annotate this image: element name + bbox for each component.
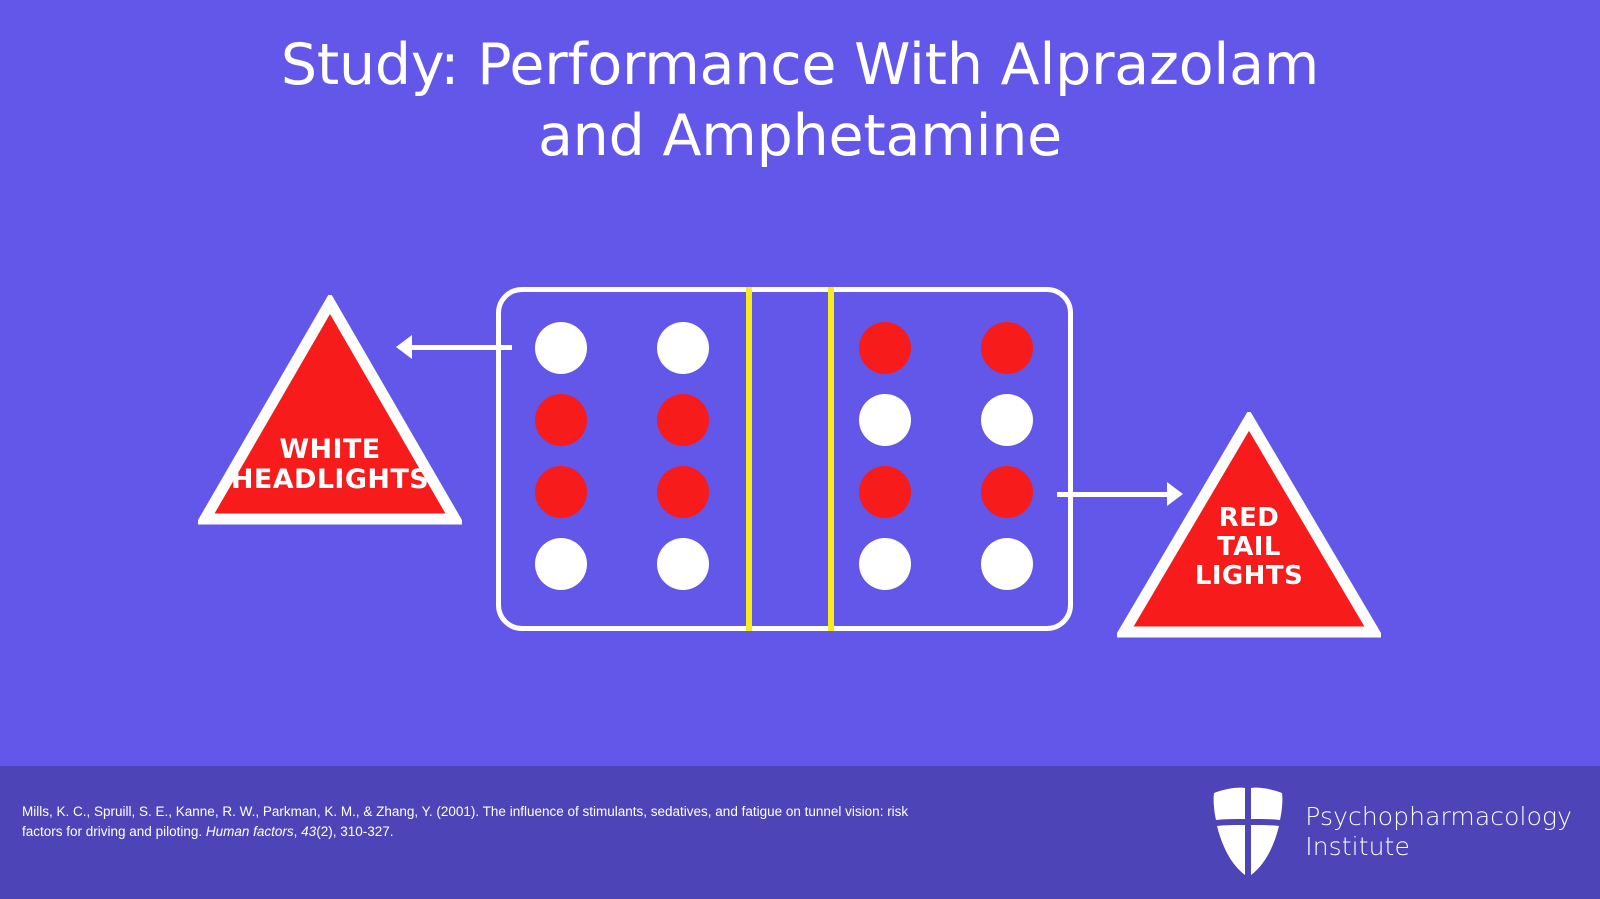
brand-name: Psychopharmacology Institute bbox=[1305, 801, 1572, 862]
citation-line-1: Mills, K. C., Spruill, S. E., Kanne, R. … bbox=[22, 804, 801, 819]
left-lane-lights-grid bbox=[533, 322, 711, 610]
left-lane-light-r2-c2 bbox=[657, 394, 709, 446]
sign-red-tail-lights: RED TAIL LIGHTS bbox=[1117, 412, 1381, 640]
left-lane-light-r4-c1 bbox=[535, 538, 587, 590]
shield-icon bbox=[1213, 787, 1283, 875]
triangle-icon bbox=[198, 295, 462, 525]
citation-volume: 43 bbox=[301, 823, 317, 839]
road-center-line-left bbox=[746, 287, 752, 631]
right-lane-light-r1-c2 bbox=[981, 322, 1033, 374]
left-lane-light-r1-c2 bbox=[657, 322, 709, 374]
citation-text: Mills, K. C., Spruill, S. E., Kanne, R. … bbox=[22, 802, 922, 841]
citation-journal: Human factors bbox=[205, 823, 294, 839]
sign-white-headlights-label: WHITE HEADLIGHTS bbox=[230, 434, 430, 496]
right-lane-lights-grid bbox=[857, 322, 1035, 610]
left-arrow-shaft bbox=[408, 345, 512, 350]
citation-line-2-pre: tunnel vision: risk factors for driving … bbox=[22, 804, 909, 839]
right-arrow-icon bbox=[1167, 482, 1183, 506]
page-title: Study: Performance With Alprazolam and A… bbox=[280, 32, 1320, 170]
right-lane-light-r1-c1 bbox=[859, 322, 911, 374]
brand-lockup: Psychopharmacology Institute bbox=[1209, 786, 1572, 878]
road-outline bbox=[496, 287, 1073, 631]
left-lane-light-r2-c1 bbox=[535, 394, 587, 446]
left-lane-light-r3-c1 bbox=[535, 466, 587, 518]
sign-red-tail-lights-label: RED TAIL LIGHTS bbox=[1194, 503, 1304, 592]
left-lane-light-r4-c2 bbox=[657, 538, 709, 590]
left-lane-light-r3-c2 bbox=[657, 466, 709, 518]
right-lane-light-r4-c1 bbox=[859, 538, 911, 590]
right-lane-light-r3-c1 bbox=[859, 466, 911, 518]
citation-line-2-post: (2), 310-327. bbox=[316, 823, 394, 839]
right-arrow-shaft bbox=[1057, 492, 1169, 497]
right-lane-light-r2-c1 bbox=[859, 394, 911, 446]
road-center-line-right bbox=[828, 287, 834, 631]
right-lane-light-r4-c2 bbox=[981, 538, 1033, 590]
left-lane-light-r1-c1 bbox=[535, 322, 587, 374]
footer-bar: Mills, K. C., Spruill, S. E., Kanne, R. … bbox=[0, 766, 1600, 899]
sign-white-headlights: WHITE HEADLIGHTS bbox=[198, 295, 462, 527]
left-arrow-icon bbox=[396, 335, 412, 359]
citation-line-2-mid: , bbox=[293, 823, 302, 839]
right-lane-light-r2-c2 bbox=[981, 394, 1033, 446]
right-lane-light-r3-c2 bbox=[981, 466, 1033, 518]
triangle-icon bbox=[1117, 412, 1381, 638]
